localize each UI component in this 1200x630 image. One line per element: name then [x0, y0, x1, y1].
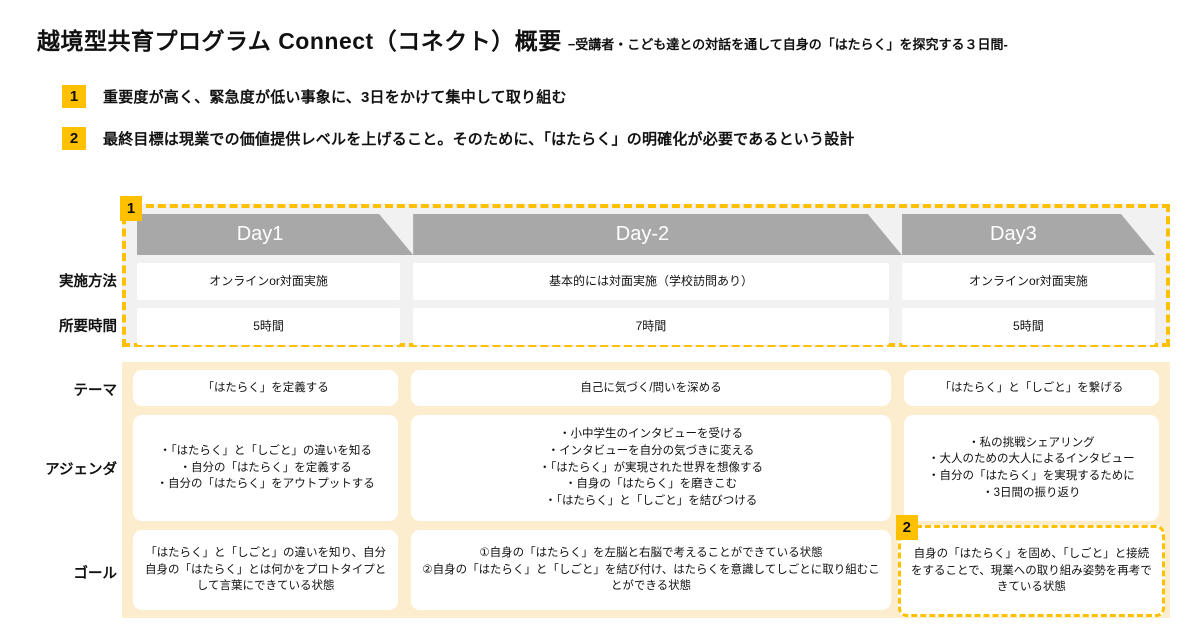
key-point-2: 2 最終目標は現業での価値提供レベルを上げること。そのために、「はたらく」の明確…: [62, 127, 855, 150]
content-section: 「はたらく」を定義する 自己に気づく/問いを深める 「はたらく」と「しごと」を繋…: [122, 362, 1170, 618]
key-point-1: 1 重要度が高く、緊急度が低い事象に、3日をかけて集中して取り組む: [62, 85, 567, 108]
row-label-method: 実施方法: [59, 274, 117, 290]
day3-header-banner: Day3: [902, 214, 1155, 255]
goal-day3-cell-annotated: 2 自身の「はたらく」を固め、「しごと」と接続をすることで、現業への取り組み姿勢…: [895, 515, 1165, 617]
goal-row: 「はたらく」と「しごと」の違いを知り、自分自身の「はたらく」とは何かをプロトタイ…: [133, 515, 1165, 617]
day2-header-banner: Day-2: [413, 214, 902, 255]
key-point-1-text: 重要度が高く、緊急度が低い事象に、3日をかけて集中して取り組む: [103, 89, 567, 106]
duration-day2-cell: 7時間: [413, 308, 889, 345]
method-row: オンラインor対面実施 基本的には対面実施（学校訪問あり） オンラインor対面実…: [137, 263, 1155, 300]
goal-day3-text: 自身の「はたらく」を固め、「しごと」と接続をすることで、現業への取り組み姿勢を再…: [911, 547, 1152, 594]
number-badge-1: 1: [62, 85, 86, 108]
row-label-duration: 所要時間: [59, 319, 117, 335]
theme-day1-cell: 「はたらく」を定義する: [133, 370, 399, 406]
agenda-row: ・「はたらく」と「しごと」の違いを知る ・自分の「はたらく」を定義する ・自分の…: [133, 415, 1159, 521]
duration-row: 5時間 7時間 5時間: [137, 308, 1155, 345]
theme-day3-cell: 「はたらく」と「しごと」を繋げる: [903, 370, 1159, 406]
theme-day2-cell: 自己に気づく/問いを深める: [411, 370, 891, 406]
goal-day1-cell: 「はたらく」と「しごと」の違いを知り、自分自身の「はたらく」とは何かをプロトタイ…: [133, 530, 399, 610]
page-subtitle: −受講者・こども達との対話を通して自身の「はたらく」を探究する３日間-: [567, 37, 1008, 52]
row-label-theme: テーマ: [73, 383, 118, 399]
row-label-goal: ゴール: [73, 566, 118, 582]
duration-day3-cell: 5時間: [901, 308, 1155, 345]
schedule-section-annotated: 1 Day1 Day-2 Day3 オンラインor対面実施 基本的には対面実施（…: [120, 196, 1170, 347]
annotation-badge-1: 1: [120, 196, 142, 221]
method-day2-cell: 基本的には対面実施（学校訪問あり）: [413, 263, 889, 300]
duration-day1-cell: 5時間: [137, 308, 401, 345]
title-row: 越境型共育プログラム Connect（コネクト）概要 −受講者・こども達との対話を…: [37, 22, 1177, 56]
day-header-row: Day1 Day-2 Day3: [137, 214, 1155, 255]
key-point-2-text: 最終目標は現業での価値提供レベルを上げること。そのために、「はたらく」の明確化が…: [103, 131, 855, 148]
page-title: 越境型共育プログラム Connect（コネクト）概要: [37, 28, 562, 54]
method-day3-cell: オンラインor対面実施: [901, 263, 1155, 300]
annotation-badge-2: 2: [895, 515, 918, 540]
row-label-agenda: アジェンダ: [45, 462, 117, 478]
day1-header-banner: Day1: [137, 214, 413, 255]
number-badge-2: 2: [62, 127, 86, 150]
theme-row: 「はたらく」を定義する 自己に気づく/問いを深める 「はたらく」と「しごと」を繋…: [133, 370, 1159, 406]
method-day1-cell: オンラインor対面実施: [137, 263, 401, 300]
agenda-day1-cell: ・「はたらく」と「しごと」の違いを知る ・自分の「はたらく」を定義する ・自分の…: [133, 415, 399, 521]
agenda-day3-cell: ・私の挑戦シェアリング ・大人のための大人によるインタビュー ・自分の「はたらく…: [903, 415, 1159, 521]
agenda-day2-cell: ・小中学生のインタビューを受ける ・インタビューを自分の気づきに変える ・「はた…: [411, 415, 891, 521]
goal-day2-cell: ①自身の「はたらく」を左脳と右脳で考えることができている状態 ②自身の「はたらく…: [411, 530, 891, 610]
